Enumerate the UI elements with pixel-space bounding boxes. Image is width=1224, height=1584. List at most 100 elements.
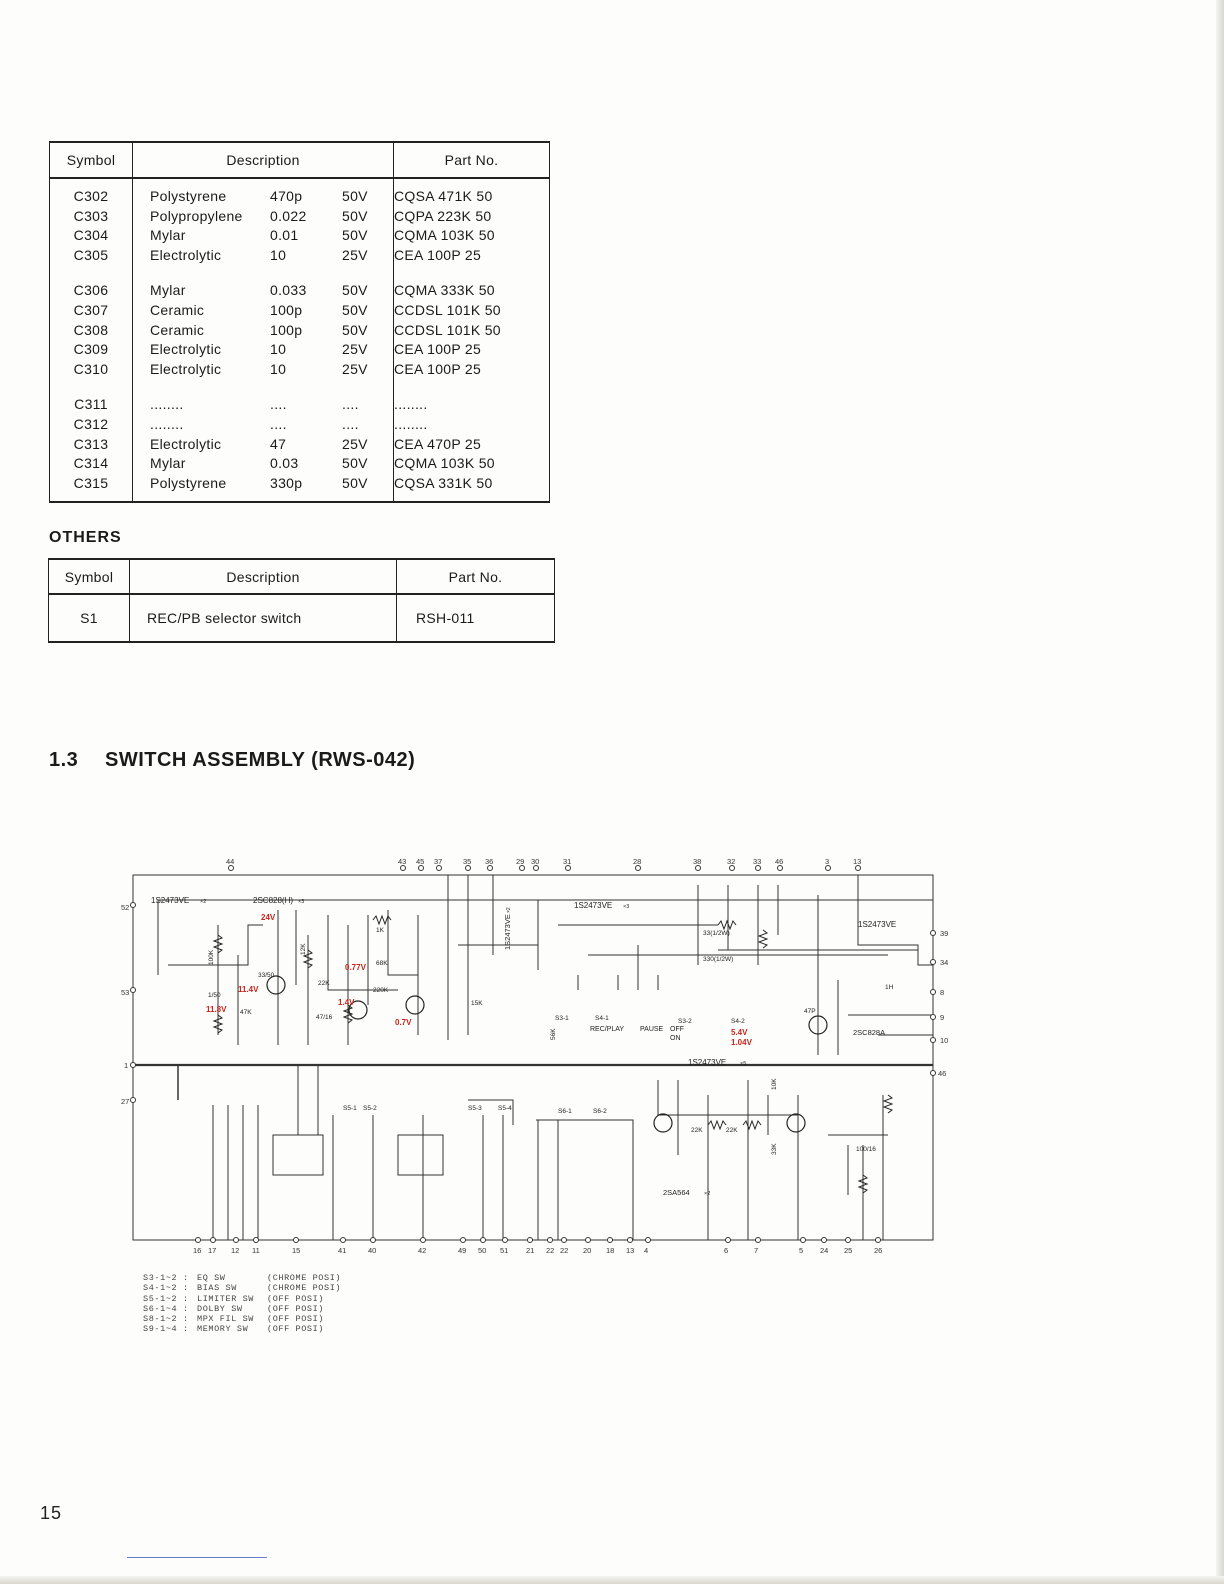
svg-text:S5-2: S5-2 <box>363 1105 377 1112</box>
part-value: 10 <box>270 360 287 377</box>
svg-text:×2: ×2 <box>506 907 512 913</box>
legend-symbol: S5-1~2 <box>143 1293 178 1304</box>
svg-text:21: 21 <box>526 1246 534 1255</box>
svg-text:100K: 100K <box>208 949 215 965</box>
svg-text:220K: 220K <box>373 987 389 994</box>
svg-text:1S2473VE: 1S2473VE <box>574 901 612 910</box>
part-type: Electrolytic <box>150 435 222 452</box>
svg-text:10: 10 <box>940 1036 948 1045</box>
svg-text:15K: 15K <box>471 1000 483 1007</box>
voltage-label: 24V <box>261 913 276 922</box>
svg-text:33: 33 <box>753 857 761 866</box>
svg-text:22: 22 <box>546 1246 554 1255</box>
part-value: 0.03 <box>270 455 299 472</box>
part-number: CEA 100P 25 <box>394 246 482 263</box>
schematic-frame <box>132 874 934 1241</box>
part-type: Electrolytic <box>150 341 222 358</box>
part-value: 10 <box>270 341 287 358</box>
part-value: .... <box>270 415 287 432</box>
switch-assembly-schematic: 44 43 45 37 35 36 29 30 31 28 38 32 33 4… <box>121 857 948 1255</box>
transistor-q604-icon <box>808 1015 828 1035</box>
svg-text:24: 24 <box>820 1246 828 1255</box>
terminal-points <box>130 865 936 1243</box>
voltage-readings: 24V 11.4V 11.8V 0.77V 1.4V 0.7V 5.4V 1.0… <box>206 913 753 1047</box>
part-voltage: 50V <box>342 207 368 224</box>
others-heading: OTHERS <box>49 529 122 546</box>
voltage-label: 1.04V <box>731 1038 753 1047</box>
svg-text:51: 51 <box>500 1246 508 1255</box>
part-value: 0.022 <box>270 207 307 224</box>
svg-text:1K: 1K <box>376 927 385 934</box>
svg-text:38: 38 <box>693 857 701 866</box>
svg-text:4: 4 <box>644 1246 648 1255</box>
voltage-label: 1.4V <box>338 998 355 1007</box>
resistor-icon <box>757 929 769 949</box>
legend-symbol: S4-1~2 <box>143 1283 178 1294</box>
svg-text:39: 39 <box>940 929 948 938</box>
svg-text:2SC828(H): 2SC828(H) <box>253 896 293 905</box>
svg-text:S4-2: S4-2 <box>731 1018 745 1025</box>
svg-text:13: 13 <box>626 1246 634 1255</box>
part-voltage: .... <box>342 396 359 413</box>
legend-row: S8-1~2:MPX FIL SW(OFF POSI) <box>143 1314 341 1324</box>
table-row: S1 REC/PB selector switch RSH-011 <box>48 593 555 643</box>
legend-symbol: S9-1~4 <box>143 1324 178 1335</box>
transistor-symbols <box>266 975 828 1133</box>
svg-text:22K: 22K <box>318 980 330 987</box>
others-header-symbol: Symbol <box>48 558 130 595</box>
part-symbol: C309 <box>73 341 109 358</box>
legend-row: S6-1~4:DOLBY SW(OFF POSI) <box>143 1304 341 1314</box>
legend-row: S3-1~2:EQ SW(CHROME POSI) <box>143 1273 341 1283</box>
svg-text:1H: 1H <box>885 984 894 991</box>
legend-state: (OFF POSI) <box>267 1293 325 1304</box>
part-symbol: C311 <box>74 396 108 413</box>
svg-text:45: 45 <box>416 857 424 866</box>
description-cell: ................................Electrol… <box>132 387 394 504</box>
part-voltage: 25V <box>342 246 368 263</box>
svg-text:26: 26 <box>874 1246 882 1255</box>
legend-separator: : <box>183 1273 189 1283</box>
part-value: 100p <box>270 321 303 338</box>
svg-text:2SC828A: 2SC828A <box>853 1028 885 1037</box>
legend-symbol: S8-1~2 <box>143 1314 178 1325</box>
others-header-part-no: Part No. <box>396 558 555 595</box>
svg-text:9: 9 <box>940 1013 944 1022</box>
svg-text:47/16: 47/16 <box>316 1014 333 1021</box>
part-number: CQSA 471K 50 <box>394 188 493 204</box>
svg-text:36: 36 <box>485 857 493 866</box>
part-symbol: C302 <box>73 188 109 204</box>
part-number: CQMA 333K 50 <box>394 282 495 299</box>
part-value: 0.033 <box>270 282 307 299</box>
resistor-icon <box>372 914 392 926</box>
legend-name: BIAS SW <box>197 1283 237 1294</box>
transistor-q601-icon <box>266 975 286 995</box>
svg-text:40: 40 <box>368 1246 376 1255</box>
svg-text:49: 49 <box>458 1246 466 1255</box>
resistor-icon <box>742 1119 762 1131</box>
svg-text:1S2473VE: 1S2473VE <box>688 1058 726 1067</box>
part-number: ........ <box>394 415 428 432</box>
others-symbol: S1 <box>48 593 130 643</box>
svg-text:33K: 33K <box>771 1143 778 1155</box>
svg-text:33/50: 33/50 <box>258 972 275 979</box>
voltage-label: 11.4V <box>238 985 259 994</box>
svg-text:68K: 68K <box>376 960 388 967</box>
col-header-symbol: Symbol <box>49 141 133 179</box>
part-value: 47 <box>270 435 287 452</box>
svg-text:18: 18 <box>606 1246 614 1255</box>
part-voltage: 50V <box>342 321 368 338</box>
resistor-icon <box>857 1174 869 1194</box>
svg-text:35: 35 <box>463 857 471 866</box>
part-type: Electrolytic <box>150 360 222 377</box>
svg-text:22: 22 <box>560 1246 568 1255</box>
part-voltage: 50V <box>342 282 368 299</box>
part-value: 100p <box>270 301 303 318</box>
legend-name: MEMORY SW <box>197 1324 249 1335</box>
svg-text:S5-1: S5-1 <box>343 1105 357 1112</box>
svg-text:×3: ×3 <box>298 899 304 905</box>
